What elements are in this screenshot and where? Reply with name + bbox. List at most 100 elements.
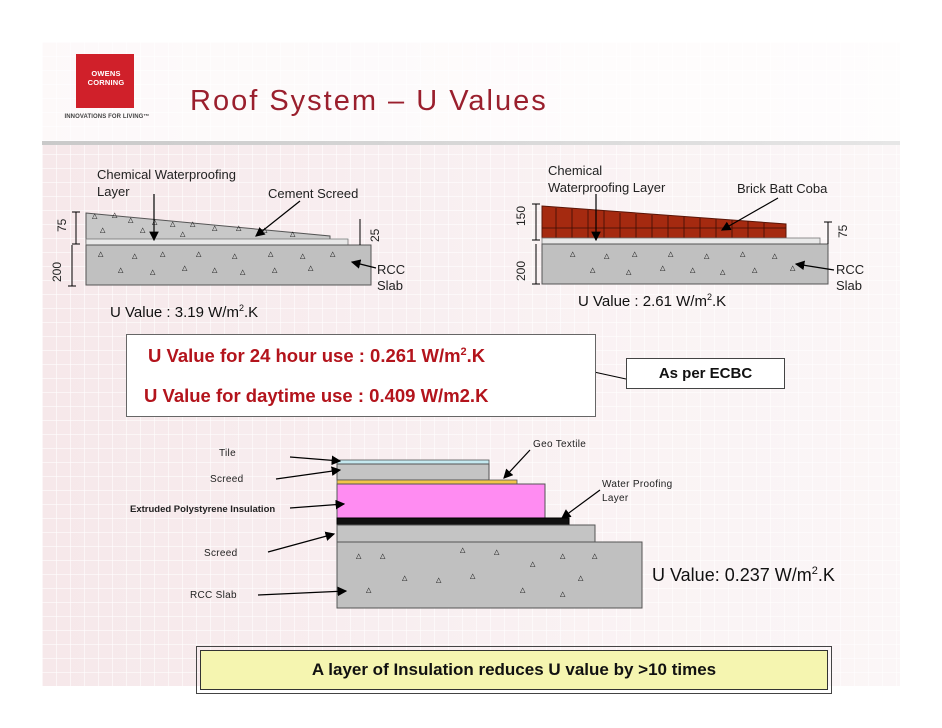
right-label-rcc-line1: RCC xyxy=(836,262,865,277)
svg-text:△: △ xyxy=(752,266,758,274)
svg-text:△: △ xyxy=(196,250,202,258)
right-brick-batt-coba-layer xyxy=(541,205,787,239)
right-arrow-rcc xyxy=(794,260,835,271)
svg-text:△: △ xyxy=(272,266,278,274)
left-roof-diagram: △△△ △△△ △△△ △△△△ △△△ △△△ △△△ △△△ △△△ xyxy=(68,194,377,287)
bottom-arrow-geotextile xyxy=(503,449,531,479)
ecbc-24h-prefix: U Value for 24 hour use : 0.261 W/m xyxy=(148,345,461,366)
svg-text:△: △ xyxy=(132,252,138,260)
svg-text:△: △ xyxy=(790,264,796,272)
bottom-tile-layer xyxy=(336,459,490,465)
bottom-label-geotextile: Geo Textile xyxy=(533,439,587,450)
bottom-arrow-rcc xyxy=(257,586,348,597)
bottom-u-value-sup: 2 xyxy=(811,565,818,577)
svg-text:△: △ xyxy=(460,546,466,554)
svg-text:△: △ xyxy=(494,548,500,556)
logo-tagline: INNOVATIONS FOR LIVING™ xyxy=(64,114,150,120)
ecbc-daytime-value: U Value for daytime use : 0.409 W/m2.K xyxy=(144,385,489,406)
bottom-screed-top-layer xyxy=(336,463,490,481)
right-label-waterproofing-line1: Chemical xyxy=(548,163,603,178)
svg-text:△: △ xyxy=(660,264,666,272)
svg-text:△: △ xyxy=(98,250,104,258)
ecbc-24h-value: U Value for 24 hour use : 0.261 W/m2.K xyxy=(148,345,485,367)
logo-brand-line2: CORNING xyxy=(87,78,125,87)
right-waterproofing-layer xyxy=(541,237,821,245)
logo-square xyxy=(76,54,134,108)
svg-text:△: △ xyxy=(112,211,118,219)
logo-text: OWENS CORNING xyxy=(80,69,132,87)
svg-text:△: △ xyxy=(330,250,336,258)
bottom-label-screed: Screed xyxy=(204,548,238,559)
bottom-arrow-tile xyxy=(289,455,342,466)
left-arrow-rcc xyxy=(350,259,377,269)
right-roof-diagram: △△△ △△△ △△△ △△△ △△ xyxy=(532,194,835,285)
svg-text:△: △ xyxy=(402,574,408,582)
svg-text:△: △ xyxy=(578,574,584,582)
right-u-value-suffix: .K xyxy=(711,293,727,310)
left-aggregate-marks: △△△ △△△ △△△ △△△△ △△△ △△△ △△△ △△△ △△△ xyxy=(92,211,336,276)
svg-text:△: △ xyxy=(772,252,778,260)
bottom-label-waterproofing-line2: Layer xyxy=(602,493,629,504)
bottom-waterproofing-layer xyxy=(336,517,570,526)
svg-text:△: △ xyxy=(268,250,274,258)
right-aggregate-marks: △△△ △△△ △△△ △△△ △△ xyxy=(570,250,796,276)
left-arrow-screed xyxy=(255,200,301,237)
right-u-value-sup: 2 xyxy=(706,292,712,302)
logo-brand-line1: OWENS xyxy=(91,69,121,78)
svg-text:△: △ xyxy=(530,560,536,568)
bottom-arrow-xps xyxy=(289,499,346,510)
left-label-rcc-line1: RCC xyxy=(377,262,406,277)
bottom-label-rcc-slab: RCC Slab xyxy=(190,590,237,601)
svg-text:△: △ xyxy=(470,572,476,580)
svg-text:△: △ xyxy=(704,252,710,260)
svg-text:△: △ xyxy=(560,552,566,560)
svg-text:△: △ xyxy=(604,252,610,260)
svg-text:△: △ xyxy=(118,266,124,274)
ecbc-connector-line xyxy=(593,371,627,380)
svg-text:△: △ xyxy=(720,268,726,276)
bottom-rcc-slab xyxy=(336,541,643,609)
svg-text:△: △ xyxy=(128,216,134,224)
right-arrow-coba xyxy=(720,197,779,231)
left-dim-200: 200 xyxy=(50,261,64,282)
bottom-u-value-suffix: .K xyxy=(817,565,835,585)
title-divider xyxy=(42,141,900,145)
svg-text:△: △ xyxy=(160,250,166,258)
svg-text:△: △ xyxy=(140,226,146,234)
svg-text:△: △ xyxy=(182,264,188,272)
svg-text:△: △ xyxy=(300,252,306,260)
bottom-label-waterproofing-line1: Water Proofing xyxy=(602,479,673,490)
ecbc-callout: As per ECBC xyxy=(626,358,785,389)
svg-text:△: △ xyxy=(570,250,576,258)
bottom-geotextile-layer xyxy=(336,479,518,485)
svg-text:△: △ xyxy=(212,266,218,274)
left-label-waterproofing-line2: Layer xyxy=(97,184,130,199)
left-cement-screed-layer xyxy=(85,212,331,244)
left-waterproofing-layer xyxy=(85,238,349,246)
svg-text:△: △ xyxy=(190,220,196,228)
svg-text:△: △ xyxy=(740,250,746,258)
svg-text:△: △ xyxy=(380,552,386,560)
svg-text:△: △ xyxy=(150,268,156,276)
right-brick-joints xyxy=(542,208,786,238)
svg-text:△: △ xyxy=(690,266,696,274)
right-u-value: U Value : 2.61 W/m2.K xyxy=(578,292,726,310)
right-dim-200: 200 xyxy=(514,260,528,281)
svg-text:△: △ xyxy=(560,590,566,598)
svg-text:△: △ xyxy=(356,552,362,560)
left-u-value-suffix: .K xyxy=(243,304,259,321)
bottom-arrow-screed-top xyxy=(275,466,342,480)
left-rcc-slab xyxy=(85,244,372,286)
svg-text:△: △ xyxy=(290,230,296,238)
bottom-xps-insulation-layer xyxy=(336,483,546,519)
insulated-roof-diagram: △△△ △△△ △△△ △△△ △△ xyxy=(257,449,643,609)
left-u-value-prefix: U Value : 3.19 W/m xyxy=(110,304,239,321)
svg-text:△: △ xyxy=(170,220,176,228)
left-dim-75: 75 xyxy=(55,218,69,232)
svg-text:△: △ xyxy=(668,250,674,258)
right-label-rcc-line2: Slab xyxy=(836,278,863,293)
bottom-label-tile: Tile xyxy=(219,448,236,459)
right-dim-75: 75 xyxy=(836,224,850,238)
bottom-u-value: U Value: 0.237 W/m2.K xyxy=(652,565,835,586)
